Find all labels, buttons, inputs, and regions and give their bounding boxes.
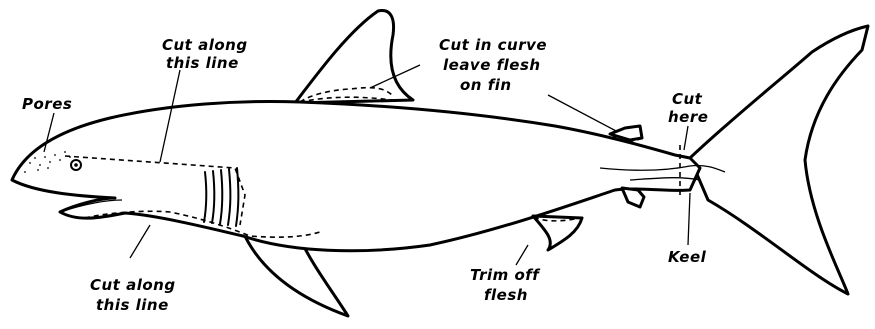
- label-cut-along-top-1: Cut along: [162, 36, 248, 54]
- eye-pupil: [74, 163, 78, 167]
- label-trim-off-2: flesh: [484, 286, 528, 304]
- tail-fin: [690, 26, 868, 294]
- label-cut-in-curve-3: on fin: [460, 76, 512, 94]
- label-cut-along-top-2: this line: [166, 54, 239, 72]
- label-cut-here-2: here: [668, 108, 708, 126]
- label-cut-along-bottom-1: Cut along: [90, 276, 176, 294]
- label-cut-in-curve-2: leave flesh: [443, 56, 541, 74]
- label-cut-in-curve-1: Cut in curve: [439, 36, 547, 54]
- anal-fin: [622, 188, 644, 207]
- pelvic-fin: [533, 216, 582, 250]
- shark-body: [12, 102, 700, 251]
- label-cut-along-bottom-2: this line: [96, 296, 169, 314]
- label-pores: Pores: [22, 95, 72, 113]
- label-cut-here-1: Cut: [672, 90, 703, 108]
- label-keel: Keel: [668, 248, 707, 266]
- label-trim-off-1: Trim off: [470, 266, 541, 284]
